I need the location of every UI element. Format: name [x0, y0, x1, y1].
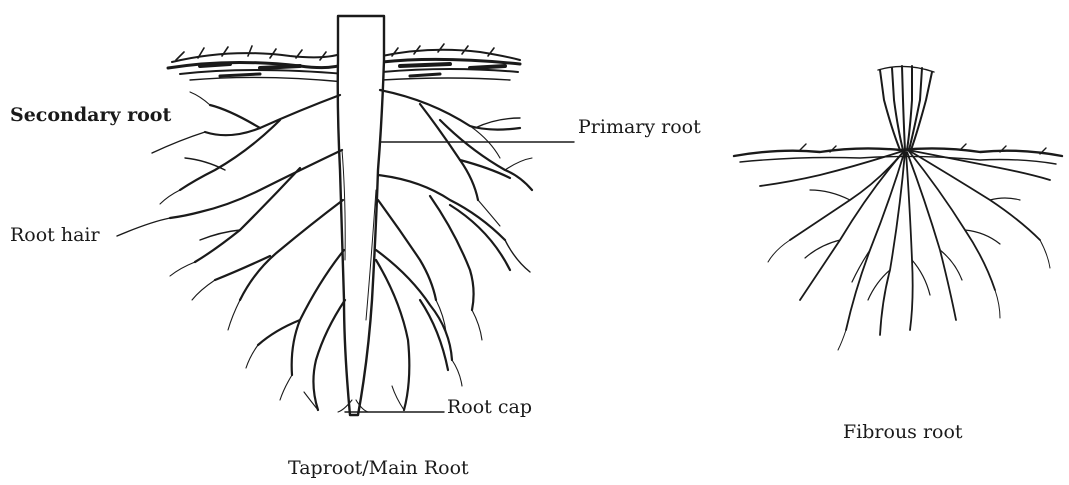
secondary-root-leader: [152, 132, 205, 153]
fibrous-roots: [760, 150, 1050, 350]
taproot-illustration: [117, 16, 574, 415]
fibrous-root-caption: Fibrous root: [843, 423, 963, 442]
fibrous-root-illustration: [734, 66, 1062, 350]
taproot-left-branches: [170, 95, 345, 410]
root-hair-label: Root hair: [10, 226, 100, 245]
root-hair-leader: [117, 218, 170, 236]
taproot-caption: Taproot/Main Root: [288, 459, 469, 478]
root-cap-label: Root cap: [447, 398, 532, 417]
taproot-right-branches: [376, 90, 532, 410]
primary-root-label: Primary root: [578, 118, 701, 137]
secondary-root-label: Secondary root: [10, 106, 171, 125]
fibrous-stem: [878, 66, 934, 150]
